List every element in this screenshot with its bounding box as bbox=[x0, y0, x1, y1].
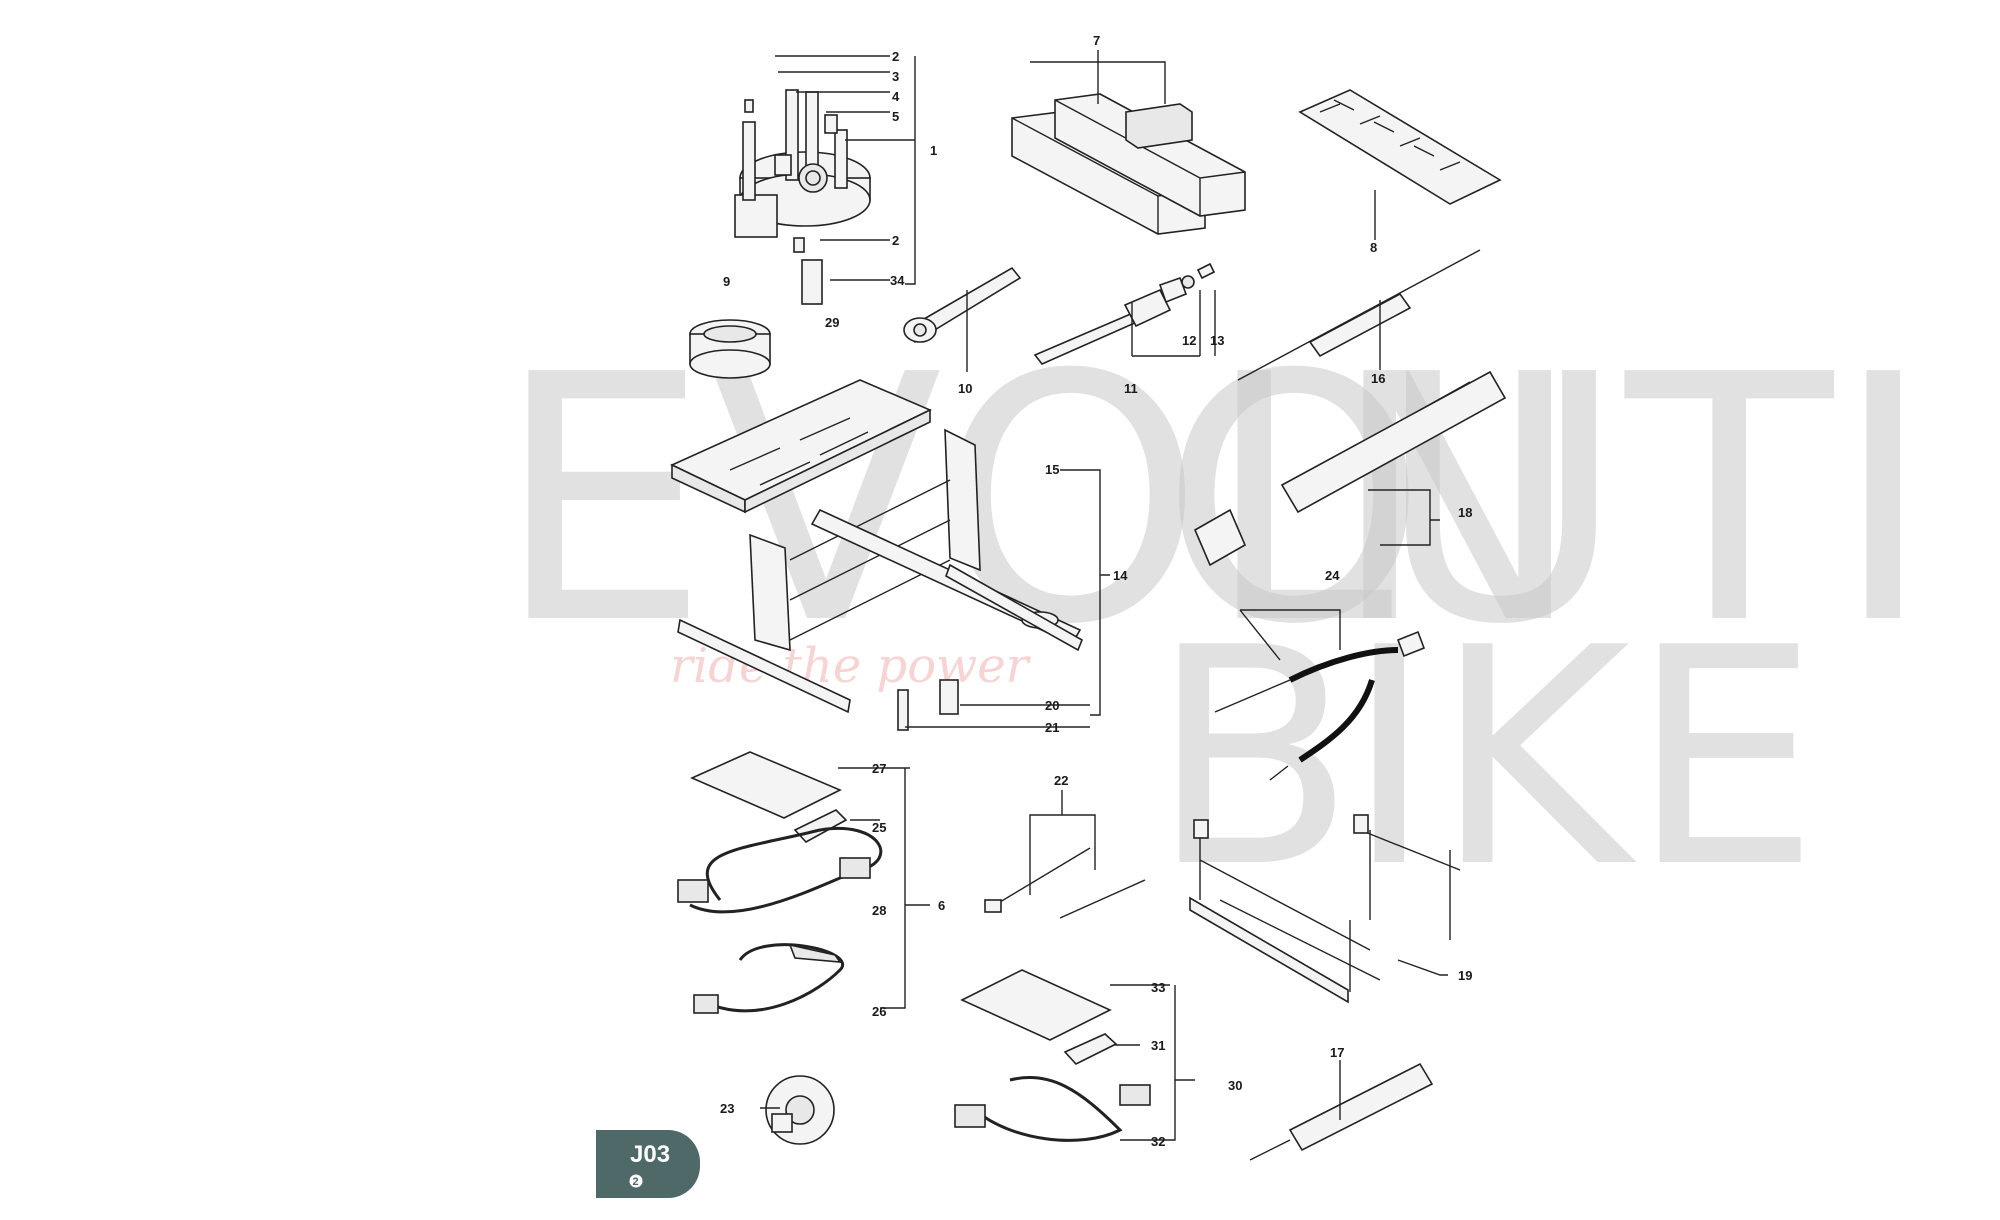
watermark-word-ike: IKE bbox=[1345, 584, 1820, 933]
callout-31: 31 bbox=[1151, 1038, 1165, 1053]
part-11-puller bbox=[1033, 262, 1216, 365]
callout-1: 1 bbox=[930, 143, 937, 158]
callout-5: 5 bbox=[892, 109, 899, 124]
part-21-bolt bbox=[897, 689, 909, 731]
part-9-cup bbox=[689, 319, 771, 379]
callout-12: 12 bbox=[1182, 333, 1196, 348]
callout-3: 3 bbox=[892, 69, 899, 84]
part-22-rods bbox=[984, 847, 1146, 919]
part-10-spanner bbox=[903, 266, 1022, 344]
watermark: EVOLUTI O N B IKE ride the power bbox=[495, 303, 1933, 933]
callout-22: 22 bbox=[1054, 773, 1068, 788]
callout-7: 7 bbox=[1093, 33, 1100, 48]
callout-14: 14 bbox=[1113, 568, 1128, 583]
part-33-manual bbox=[960, 969, 1112, 1041]
callout-15: 15 bbox=[1045, 462, 1059, 477]
part-26-clamp-cable bbox=[693, 943, 845, 1014]
part-16-rod bbox=[1237, 249, 1481, 381]
callout-30: 30 bbox=[1228, 1078, 1242, 1093]
part-7-support-bars bbox=[1011, 93, 1246, 235]
watermark-letter-n: N bbox=[1330, 303, 1584, 699]
callout-11: 11 bbox=[1124, 381, 1138, 396]
callout-16: 16 bbox=[1371, 371, 1385, 386]
page-badge-code: J03 bbox=[630, 1141, 670, 1168]
callout-4: 4 bbox=[892, 89, 900, 104]
callout-25: 25 bbox=[872, 820, 886, 835]
callout-17: 17 bbox=[1330, 1045, 1344, 1060]
callout-9: 9 bbox=[723, 274, 730, 289]
callout-28: 28 bbox=[872, 903, 886, 918]
callout-labels: 1 2 2 3 4 5 6 7 8 9 10 11 12 13 14 15 16… bbox=[720, 33, 1472, 1149]
part-8-slotted-plate bbox=[1298, 89, 1502, 205]
callout-18: 18 bbox=[1458, 505, 1472, 520]
callout-24: 24 bbox=[1325, 568, 1340, 583]
callout-2-bottom: 2 bbox=[892, 233, 899, 248]
callout-21: 21 bbox=[1045, 720, 1059, 735]
part-31-usb-key bbox=[1063, 1033, 1118, 1065]
part-19-engine-stand bbox=[1189, 814, 1461, 1004]
callout-2-top: 2 bbox=[892, 49, 899, 64]
callout-23: 23 bbox=[720, 1101, 734, 1116]
callout-29: 29 bbox=[825, 315, 839, 330]
part-29-stand-plate bbox=[670, 379, 932, 514]
part-14-stand-frame bbox=[677, 428, 1084, 714]
part-20-pin bbox=[939, 679, 959, 715]
part-27-manual bbox=[690, 751, 842, 819]
watermark-letter-b: B bbox=[1150, 584, 1356, 933]
part-1-fixture-plate bbox=[734, 89, 871, 305]
callout-27: 27 bbox=[872, 761, 886, 776]
page-badge: J03 2 bbox=[596, 1130, 700, 1198]
part-32-diagnostic-cable bbox=[954, 1075, 1151, 1142]
page-badge-sub: 2 bbox=[633, 1176, 639, 1188]
callout-32: 32 bbox=[1151, 1134, 1165, 1149]
callout-19: 19 bbox=[1458, 968, 1472, 983]
part-24-hose bbox=[1214, 630, 1426, 781]
callout-6: 6 bbox=[938, 898, 945, 913]
callout-10: 10 bbox=[958, 381, 972, 396]
part-28-diagnostic-cable bbox=[677, 827, 883, 914]
callout-8: 8 bbox=[1370, 240, 1377, 255]
callout-13: 13 bbox=[1210, 333, 1224, 348]
part-25-usb-key bbox=[793, 809, 848, 844]
part-17-tool bbox=[1249, 1062, 1434, 1161]
callout-33: 33 bbox=[1151, 980, 1165, 995]
part-18-handle-tool bbox=[1193, 370, 1507, 567]
callout-26: 26 bbox=[872, 1004, 886, 1019]
part-23-cap-tool bbox=[765, 1075, 835, 1145]
callout-20: 20 bbox=[1045, 698, 1059, 713]
leader-lines bbox=[760, 50, 1448, 1141]
callout-34: 34 bbox=[890, 273, 905, 288]
